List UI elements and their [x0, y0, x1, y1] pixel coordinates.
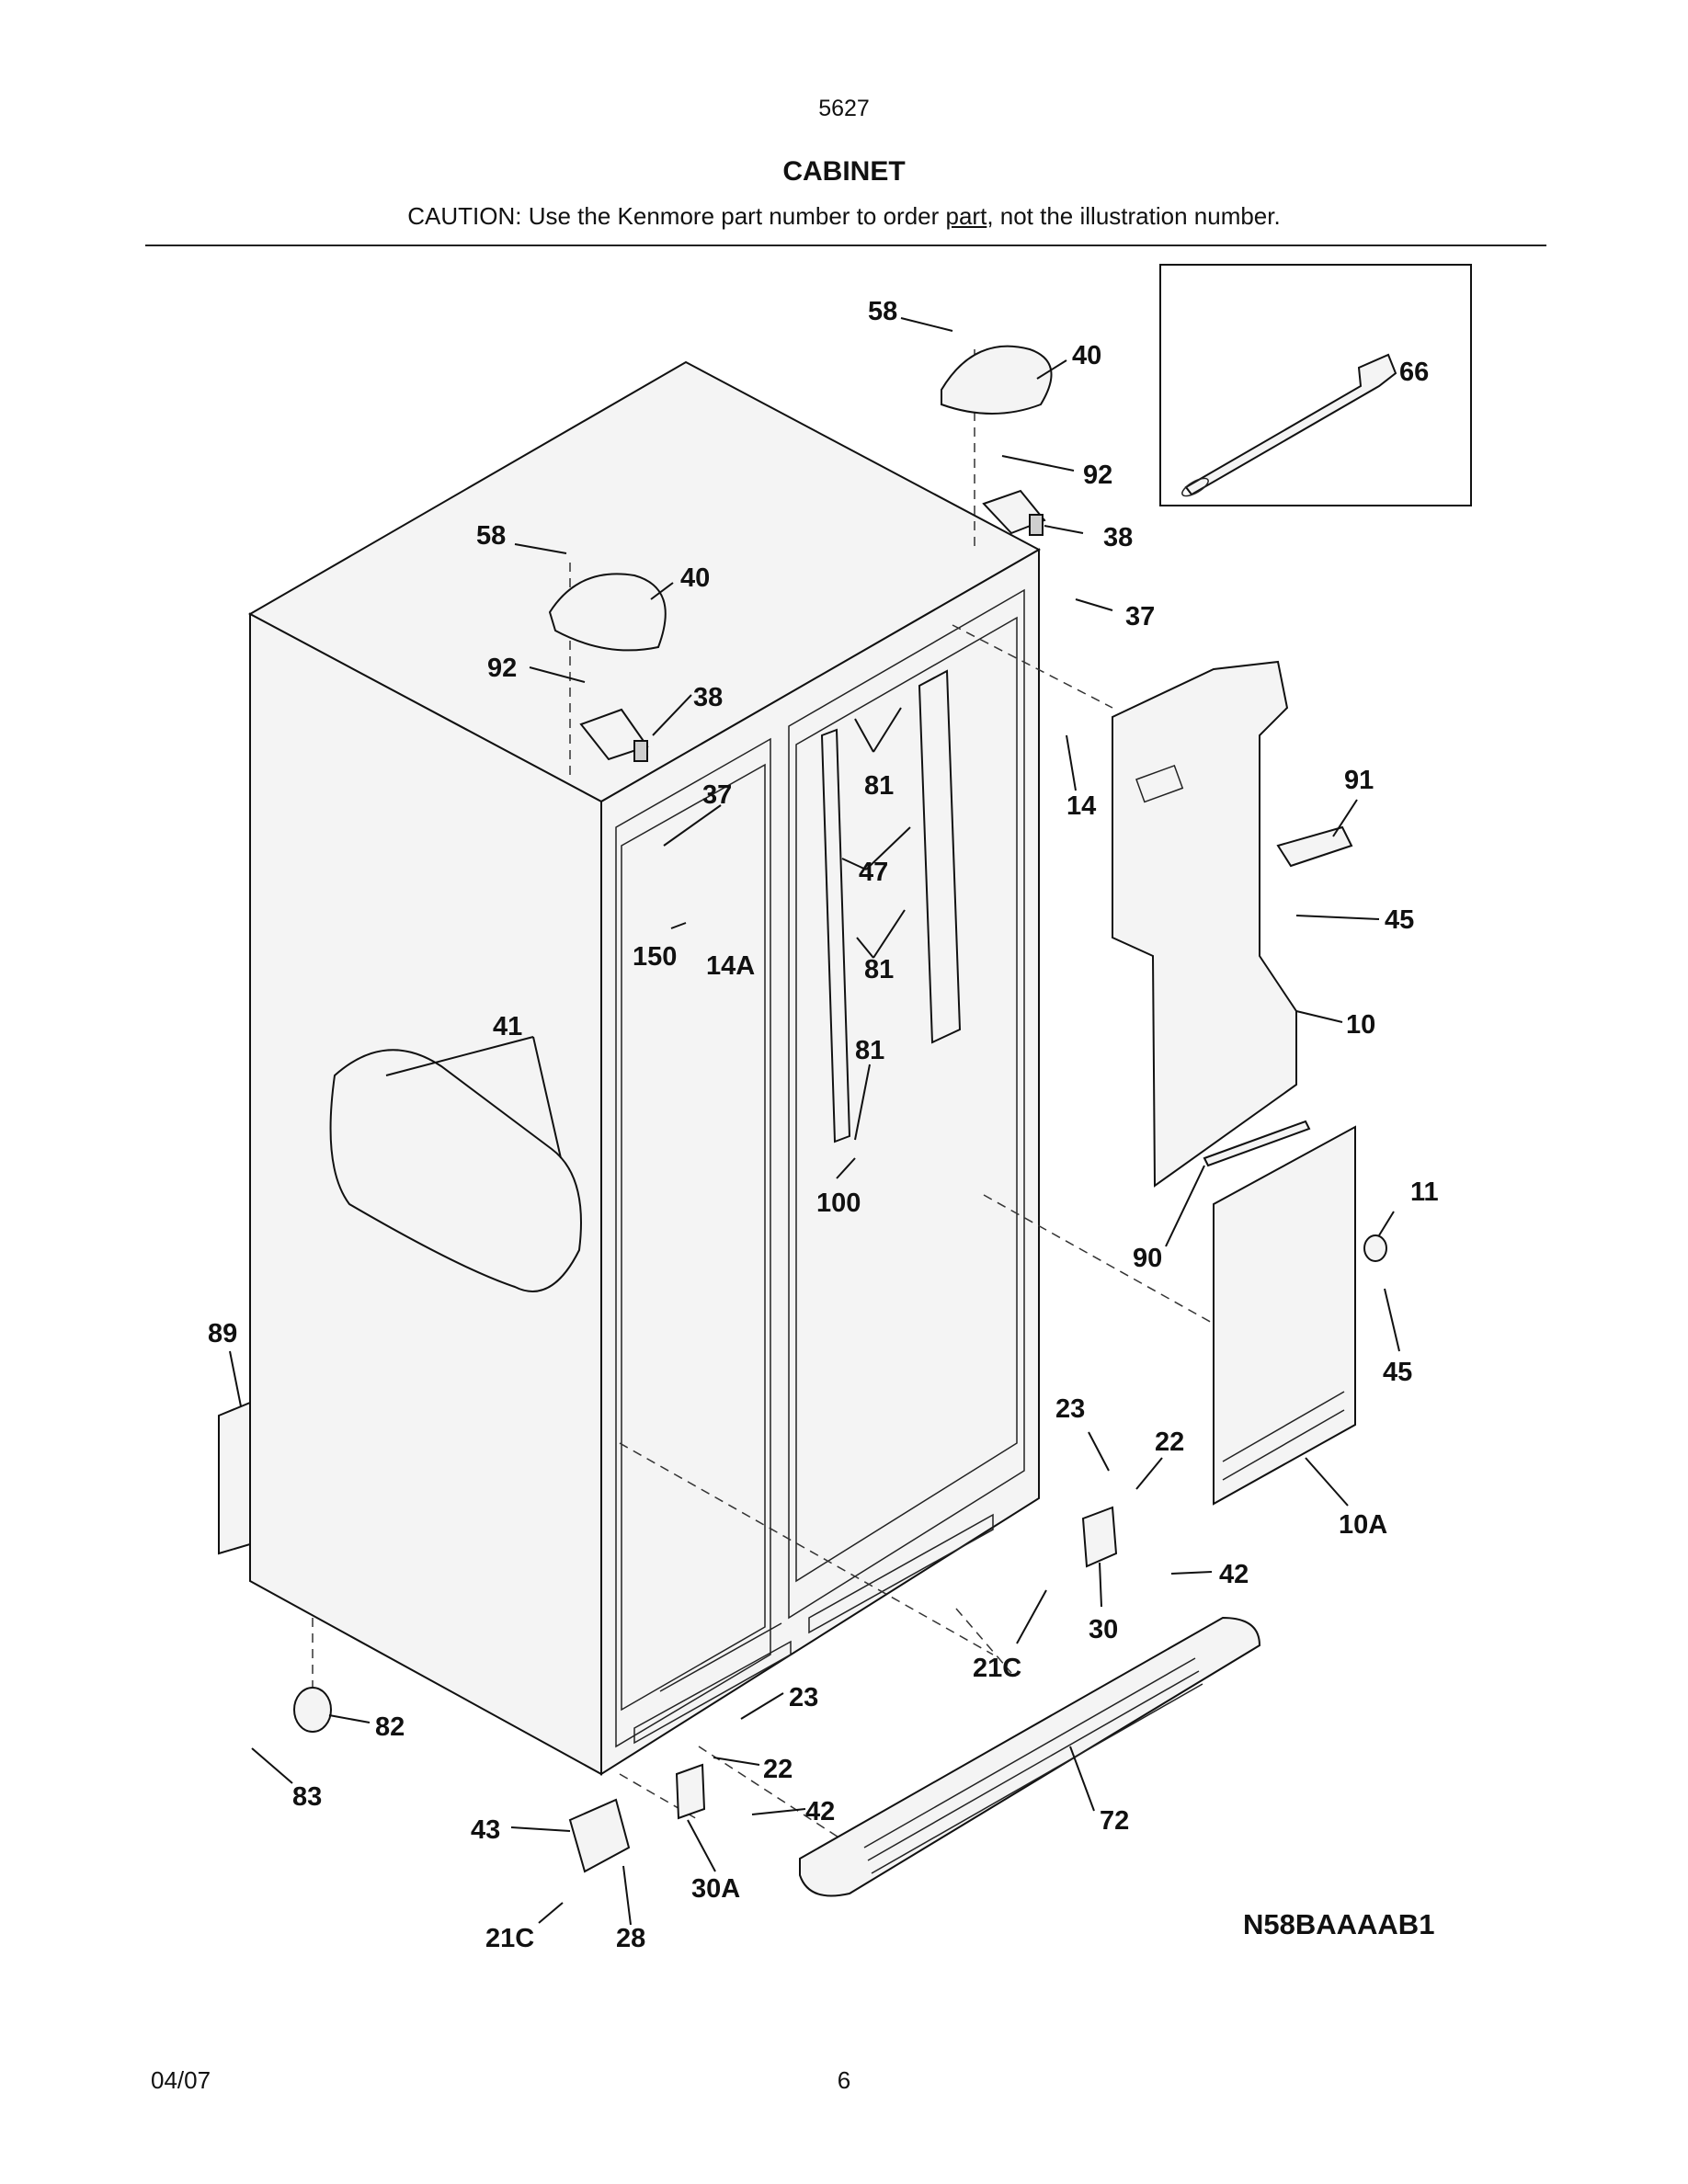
- callout-30: 30: [1089, 1615, 1118, 1644]
- callout-82: 82: [375, 1712, 405, 1742]
- diagram-code: N58BAAAAB1: [1243, 1908, 1434, 1940]
- top-hinge-right: [941, 345, 1053, 536]
- callout-22-right: 22: [1155, 1428, 1184, 1457]
- toe-grille-72: [799, 1616, 1261, 1897]
- callout-37-left: 37: [702, 780, 732, 810]
- callout-23-right: 23: [1055, 1394, 1085, 1424]
- callout-58-left: 58: [476, 521, 506, 551]
- callout-92-left: 92: [487, 654, 517, 683]
- callout-89: 89: [208, 1319, 237, 1348]
- plug-11: [1363, 1234, 1387, 1262]
- callout-41: 41: [493, 1012, 522, 1041]
- callout-81-mid: 81: [864, 955, 894, 984]
- footer-page-number: 6: [837, 2066, 851, 2094]
- callout-47: 47: [859, 858, 888, 887]
- callout-45-bottom: 45: [1383, 1358, 1412, 1387]
- caution-link[interactable]: part: [945, 202, 987, 230]
- callout-92-right: 92: [1083, 461, 1112, 490]
- callout-38-left: 38: [693, 683, 723, 712]
- callout-45-top: 45: [1385, 905, 1414, 935]
- page-title: CABINET: [782, 156, 906, 187]
- callout-81-top: 81: [864, 771, 894, 801]
- control-91: [1276, 825, 1353, 868]
- callout-30A: 30A: [691, 1874, 740, 1904]
- callout-150: 150: [633, 942, 677, 972]
- callout-28: 28: [616, 1924, 645, 1953]
- callout-40-left: 40: [680, 563, 710, 593]
- callout-23-left: 23: [789, 1683, 818, 1712]
- leader-lines: [229, 317, 1400, 1926]
- callout-14: 14: [1066, 791, 1096, 821]
- top-hinge-left: [548, 573, 667, 762]
- caution-note: CAUTION: Use the Kenmore part number to …: [0, 202, 1688, 231]
- center-rails: [820, 669, 962, 1143]
- callout-10: 10: [1346, 1010, 1375, 1040]
- callout-81-low: 81: [855, 1036, 884, 1065]
- callout-21C-right: 21C: [973, 1654, 1021, 1683]
- callout-58-right: 58: [868, 297, 897, 326]
- callout-11: 11: [1410, 1177, 1439, 1207]
- inset-box: [1159, 264, 1472, 506]
- callout-90: 90: [1133, 1244, 1162, 1273]
- callout-10A: 10A: [1339, 1510, 1387, 1540]
- callout-91: 91: [1344, 766, 1374, 795]
- callout-42-left: 42: [805, 1797, 835, 1826]
- callout-83: 83: [292, 1782, 322, 1812]
- callout-21C-left: 21C: [485, 1924, 534, 1953]
- callout-38-right: 38: [1103, 523, 1133, 552]
- model-number: 5627: [818, 96, 870, 121]
- caution-suffix: , not the illustration number.: [987, 202, 1281, 230]
- callout-14A: 14A: [706, 951, 755, 981]
- inset-part-66: [1181, 353, 1397, 497]
- callout-labels: 58 40 66 92 38 58 40 37 92 38 81 14 91 3…: [208, 297, 1439, 1953]
- header-divider: [145, 245, 1546, 246]
- callout-72: 72: [1100, 1806, 1129, 1836]
- callout-100: 100: [816, 1189, 861, 1218]
- panel-10A: [1213, 1125, 1356, 1506]
- callout-66: 66: [1399, 358, 1429, 387]
- callout-42-right: 42: [1219, 1560, 1249, 1589]
- callout-43: 43: [471, 1815, 500, 1845]
- callout-22-left: 22: [763, 1755, 793, 1784]
- caution-prefix: CAUTION: Use the Kenmore part number to …: [407, 202, 946, 230]
- duct-cover-10: [1112, 660, 1311, 1188]
- callout-37-right: 37: [1125, 602, 1155, 631]
- footer-date: 04/07: [151, 2066, 211, 2094]
- callout-40-right: 40: [1072, 341, 1101, 370]
- bottom-hinge-parts: [293, 1506, 1118, 1873]
